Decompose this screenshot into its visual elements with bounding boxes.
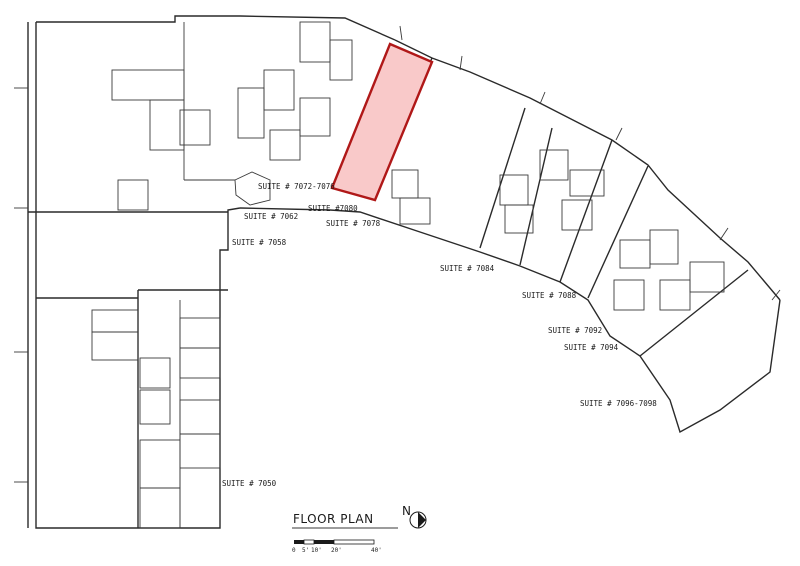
suite-label-7096: SUITE # 7096-7098 xyxy=(580,399,657,408)
suite-label-7080: SUITE #7080 xyxy=(308,204,358,213)
north-label: N xyxy=(402,504,411,518)
scale-tick-3: 20' xyxy=(331,547,342,554)
left-wing xyxy=(14,15,396,529)
suite-labels: SUITE # 7050 SUITE # 7058 SUITE # 7062 S… xyxy=(222,182,657,488)
right-wing xyxy=(239,25,781,434)
highlighted-suite-7080[interactable] xyxy=(330,42,434,202)
scale-tick-2: 10' xyxy=(311,547,322,554)
scale-bar: 0 5' 10' 20' 40' xyxy=(292,539,382,554)
plan-title: FLOOR PLAN xyxy=(293,512,374,526)
suite-label-7078: SUITE # 7078 xyxy=(326,219,381,228)
north-arrow-icon xyxy=(409,511,427,529)
suite-label-7050: SUITE # 7050 xyxy=(222,479,277,488)
scale-tick-1: 5' xyxy=(302,547,309,554)
plan-legend: FLOOR PLAN N 0 5' 10' 20' 40' xyxy=(292,504,427,554)
suite-label-7088: SUITE # 7088 xyxy=(522,291,577,300)
suite-label-7092: SUITE # 7092 xyxy=(548,326,602,335)
scale-tick-4: 40' xyxy=(371,547,382,554)
scale-tick-0: 0 xyxy=(292,547,296,554)
suite-label-7072: SUITE # 7072-7076 xyxy=(258,182,335,191)
suite-label-7094: SUITE # 7094 xyxy=(564,343,619,352)
suite-label-7084: SUITE # 7084 xyxy=(440,264,495,273)
suite-label-7058: SUITE # 7058 xyxy=(232,238,287,247)
suite-label-7062: SUITE # 7062 xyxy=(244,212,298,221)
